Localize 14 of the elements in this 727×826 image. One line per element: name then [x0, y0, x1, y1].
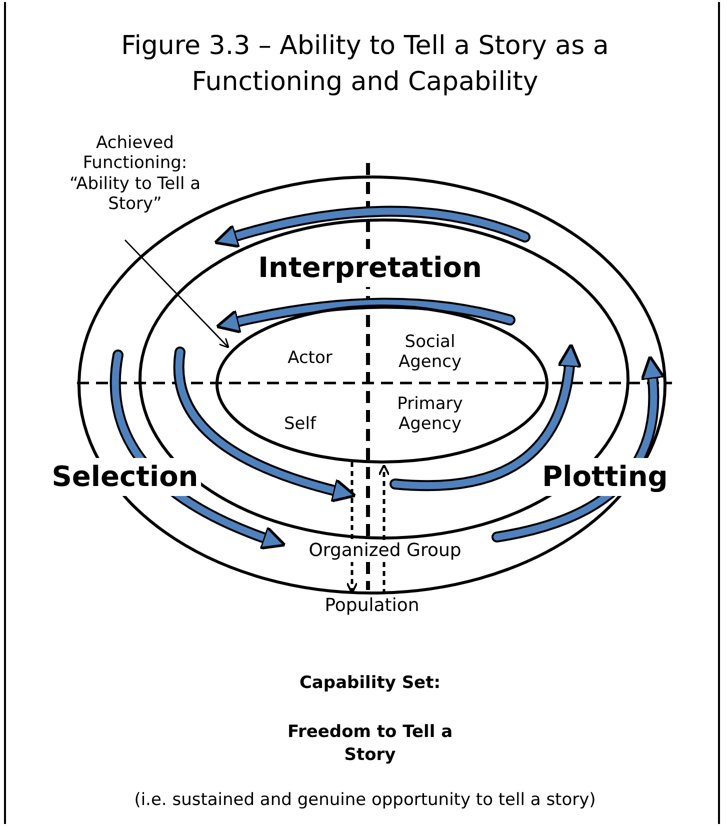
- dotted-arrow: [346, 462, 358, 594]
- quadrant-label: Social Agency: [397, 332, 463, 373]
- quadrant-label: Primary Agency: [396, 394, 464, 435]
- figure-title: Figure 3.3 – Ability to Tell a Story as a Functioning and Capability: [120, 30, 610, 99]
- quadrant-label: Self: [284, 414, 316, 434]
- ring-label: Organized Group: [306, 540, 464, 562]
- ring-label: Population: [324, 595, 420, 617]
- note-text: (i.e. sustained and genuine opportunity to tell a story): [134, 789, 596, 812]
- heading-text: Capability Set:: [299, 672, 441, 695]
- dotted-arrow: [378, 464, 390, 594]
- leader-arrow: [124, 240, 230, 348]
- quadrant-label: Actor: [288, 348, 332, 368]
- annotation-text: Achieved Functioning: “Ability to Tell a Story”: [68, 133, 202, 215]
- heading-text: Freedom to Tell a Story: [286, 721, 454, 767]
